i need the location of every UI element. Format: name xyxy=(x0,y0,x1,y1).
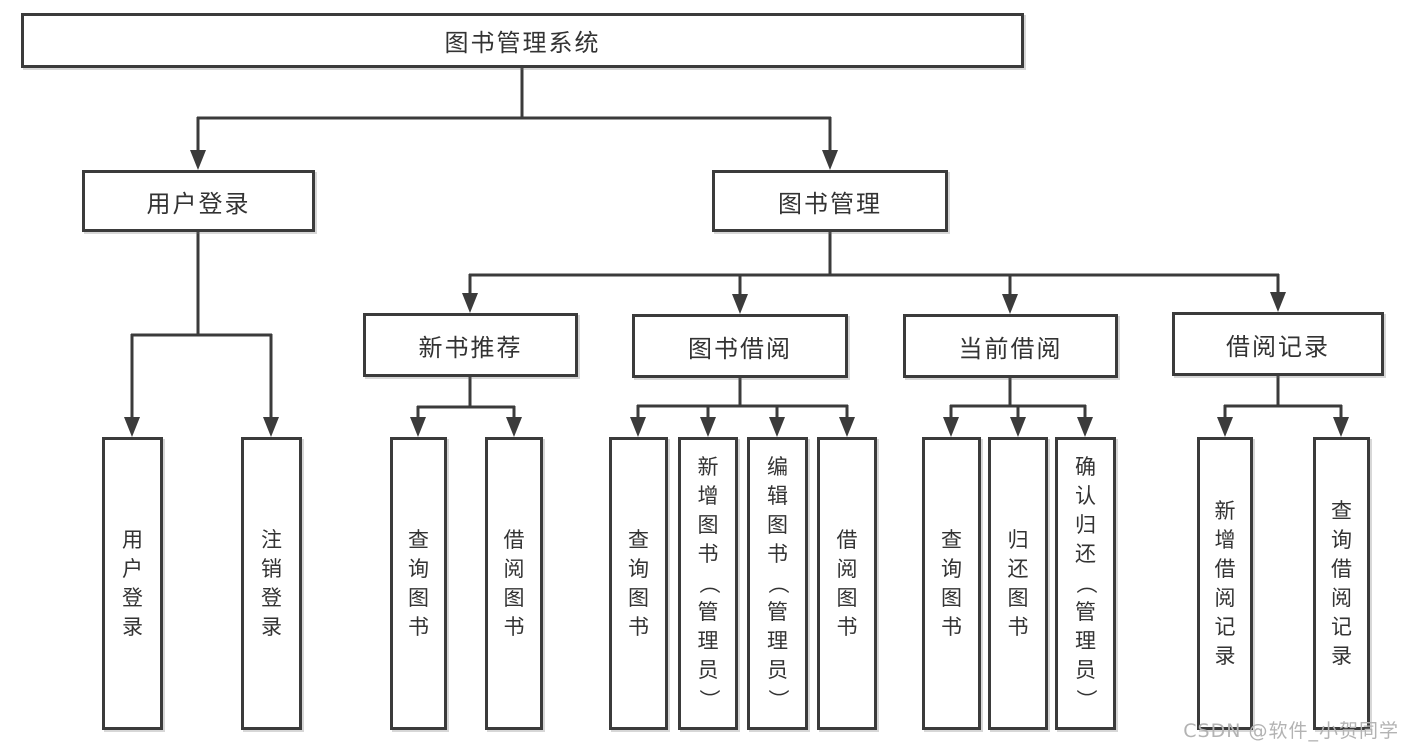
watermark: CSDN @软件_小贺同学 xyxy=(1183,720,1399,742)
node-label: 查询图书 xyxy=(628,527,649,639)
arrow-heads xyxy=(124,150,1349,437)
node-label: 借阅图书 xyxy=(836,527,858,639)
node-label: 借阅图书 xyxy=(503,527,525,639)
leaf-borrow-books-1: 借阅图书 xyxy=(485,437,543,730)
node-new-book-recommend: 新书推荐 xyxy=(363,313,578,377)
leaf-return-book: 归还图书 xyxy=(988,437,1048,730)
node-label: 图书借阅 xyxy=(688,334,792,363)
node-label: 图书管理系统 xyxy=(444,29,601,57)
node-label: 图书管理 xyxy=(778,189,882,218)
node-borrow-records: 借阅记录 xyxy=(1172,312,1384,376)
node-label: 用户登录 xyxy=(122,527,143,639)
node-label: 注销登录 xyxy=(261,527,282,639)
node-label: 借阅记录 xyxy=(1226,332,1330,361)
node-book-management: 图书管理 xyxy=(712,170,948,232)
leaf-edit-book-admin: 编辑图书（管理员） xyxy=(747,437,808,730)
node-label: 新增借阅记录 xyxy=(1214,498,1236,668)
node-label: 查询图书 xyxy=(408,527,429,639)
leaf-query-books-2: 查询图书 xyxy=(609,437,668,730)
node-current-borrow: 当前借阅 xyxy=(903,314,1118,378)
node-label: 查询借阅记录 xyxy=(1331,498,1352,668)
node-label: 确认归还（管理员） xyxy=(1074,455,1098,711)
node-book-borrow: 图书借阅 xyxy=(632,314,848,378)
node-label: 编辑图书（管理员） xyxy=(766,455,790,711)
leaf-add-borrow-record: 新增借阅记录 xyxy=(1197,437,1253,730)
leaf-confirm-return-admin: 确认归还（管理员） xyxy=(1055,437,1116,730)
node-label: 新书推荐 xyxy=(418,333,523,362)
node-root: 图书管理系统 xyxy=(21,13,1024,68)
node-user-login: 用户登录 xyxy=(82,170,315,232)
leaf-query-borrow-record: 查询借阅记录 xyxy=(1313,437,1370,730)
node-label: 用户登录 xyxy=(146,189,251,218)
leaf-query-books-3: 查询图书 xyxy=(922,437,981,730)
leaf-logout: 注销登录 xyxy=(241,437,302,730)
node-label: 当前借阅 xyxy=(958,334,1063,363)
node-label: 新增图书（管理员） xyxy=(696,455,721,711)
node-label: 归还图书 xyxy=(1007,527,1029,639)
leaf-user-login: 用户登录 xyxy=(102,437,163,730)
node-label: 查询图书 xyxy=(941,527,962,639)
leaf-borrow-books-2: 借阅图书 xyxy=(817,437,877,730)
leaf-query-books-1: 查询图书 xyxy=(390,437,447,730)
leaf-add-book-admin: 新增图书（管理员） xyxy=(678,437,738,730)
